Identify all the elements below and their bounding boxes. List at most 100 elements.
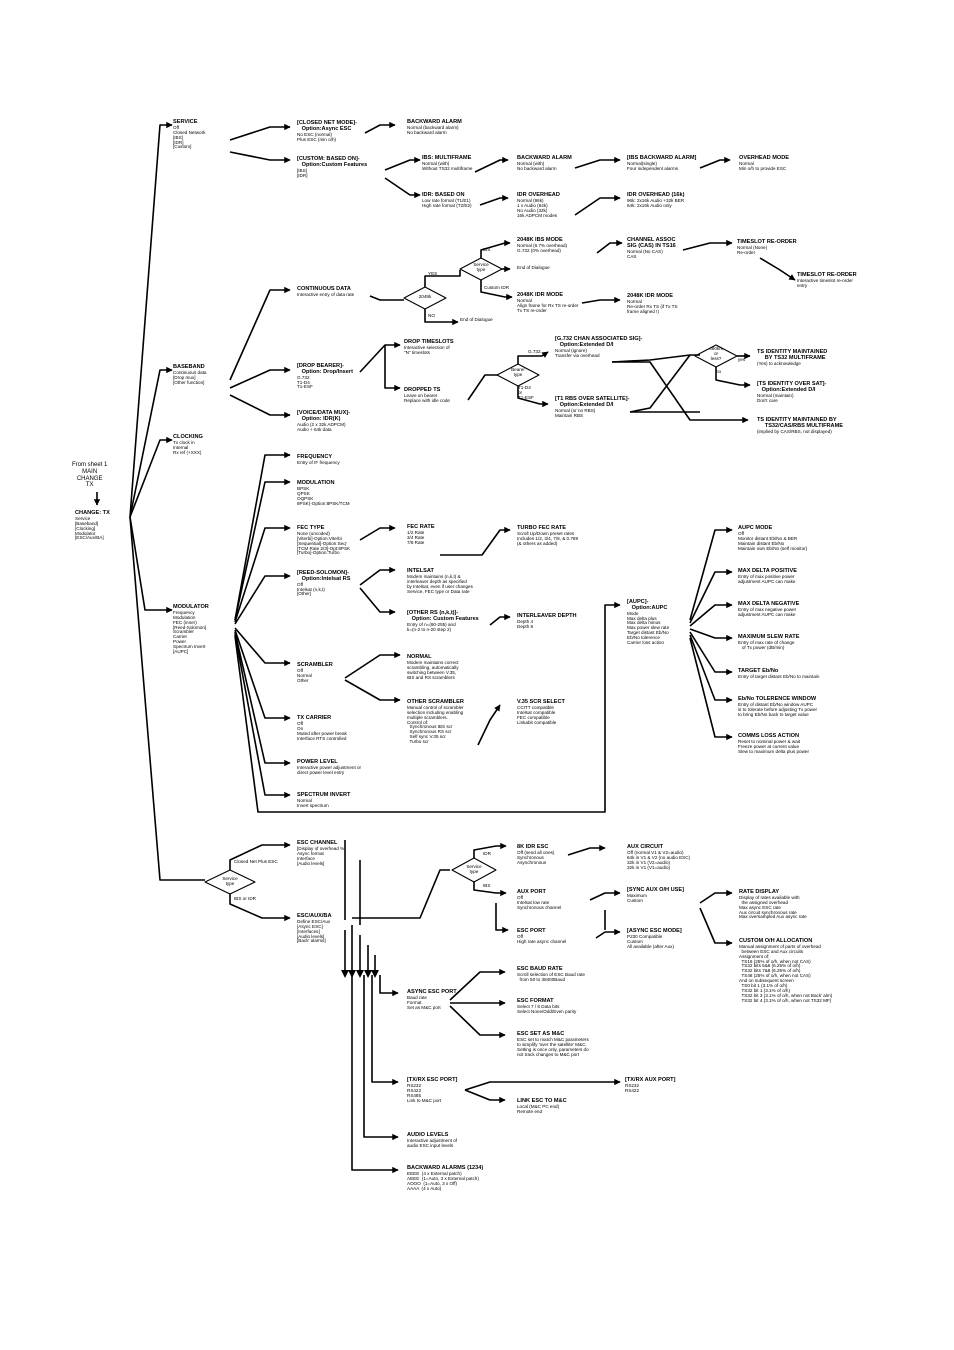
node-title: COMMS LOSS ACTION <box>738 733 800 739</box>
node-g732-chan: [G.732 CHAN ASSOCIATED SIG]- Option:Exte… <box>555 336 643 358</box>
node-body: End of Dialogue <box>460 317 493 322</box>
node-body: Interactive entry of data rate <box>297 291 355 297</box>
node-esc-channel: ESC CHANNEL[Display of overhead %] Async… <box>297 840 346 866</box>
node-title: V.35 SCR SELECT <box>517 699 565 705</box>
node-title: IDR OVERHEAD (16k) <box>627 192 685 198</box>
node-title: CHANNEL ASSOC SIG (CAS) IN TS16 <box>627 237 676 249</box>
node-title: LINK ESC TO M&C <box>517 1098 567 1104</box>
node-body: Entry of max rate of change of Tx power … <box>738 639 795 650</box>
node-title: CLOCKING <box>173 434 203 440</box>
node-title: [T1 RBS OVER SATELLITE]- Option:Extended… <box>555 396 630 408</box>
node-title: [DROP BEARER]- Option: Drop/Insert <box>297 363 353 375</box>
node-title: CUSTOM O/H ALLOCATION <box>739 938 813 944</box>
node-title: [TS IDENTITY OVER SAT]- Option:Extended … <box>757 381 827 393</box>
label-t1: T1-D4 or T1-ESF <box>518 385 534 400</box>
node-body: Normal (ignore) Transfer via overhead <box>555 347 600 358</box>
node-body: Off Intelsat low rate Synchronous channe… <box>517 894 562 910</box>
label-custom-idr: Custom IDR <box>484 285 510 290</box>
node-body: Normal(single) Four independent alarms <box>627 160 679 171</box>
node-body: Normal (No CAS) CAS <box>627 248 663 259</box>
node-title: ESC BAUD RATE <box>517 966 563 972</box>
node-title: TS IDENTITY MAINTAINED BY TS32/CAS/RBS M… <box>757 417 843 429</box>
node-body: Normal (with) Without TS32 multiframe <box>422 160 473 171</box>
node-body: Service [Baseband] [Clocking] Modulator … <box>75 515 104 541</box>
node-title: ASYNC ESC PORT <box>407 989 457 995</box>
node-title: [SYNC AUX O/H USE] <box>627 887 684 893</box>
node-body: Reset to nominal power & wait Freeze pow… <box>738 738 809 754</box>
node-backward-alarms-1234: BACKWARD ALARMS (1234)EEEE (4 x External… <box>407 1165 484 1191</box>
label-no: NO <box>428 313 435 318</box>
node-body: Interactive power adjustment or direct p… <box>297 764 362 775</box>
node-body: Manual control of scrambler selection in… <box>407 704 464 745</box>
node-body: No ESC (normal) Plus ESC (min o/h) <box>297 131 337 142</box>
node-end-dialogue-1: End of Dialogue <box>517 265 550 271</box>
node-title: SPECTRUM INVERT <box>297 792 351 798</box>
node-title: POWER LEVEL <box>297 759 338 765</box>
node-body: None (uncoded) [Viterbi]-Option:Viterbi … <box>297 530 351 556</box>
node-body: Continuous data [Drop mux] [Other functi… <box>173 369 207 385</box>
node-body: G.732 T1-D4 T1-ESF <box>297 374 313 390</box>
node-body: ESC set to match M&C parameters to simpl… <box>517 1036 589 1057</box>
node-title: [CLOSED NET MODE]- Option:Async ESC <box>297 120 357 132</box>
diamond-2048k: 2048k <box>418 294 432 299</box>
node-title: BACKWARD ALARMS (1234) <box>407 1165 484 1171</box>
node-title: 8K IDR ESC <box>517 844 549 850</box>
node-body: Low rate format (T1/E1) High rate format… <box>422 197 472 208</box>
node-title: IBS: MULTIFRAME <box>422 155 472 161</box>
label-no-480k: no <box>716 369 722 374</box>
node-body: Normal (maintain) Don't care <box>757 392 794 403</box>
diamond-480k: 480k/s or less? <box>709 346 723 361</box>
label-g732: G.732 <box>528 349 541 354</box>
node-body: Tx clock in Internal Rx ref (+XXX) <box>173 439 202 455</box>
node-title: ESC SET AS M&C <box>517 1031 565 1037</box>
node-title: [TX/RX ESC PORT] <box>407 1077 458 1083</box>
node-body: Normal (6.7% overhead) G.732 (0% overhea… <box>517 242 568 253</box>
node-body: Define ESC/Aux [Async ESC] [Interfaces] … <box>297 918 331 944</box>
label-ibs-or-idr: IBS or IDR <box>234 896 256 901</box>
node-title: [AUPC]- Option:AUPC <box>627 599 668 611</box>
node-title: IDR OVERHEAD <box>517 192 560 198</box>
node-tx-rx-aux-port: [TX/RX AUX PORT]RS232 RS422 <box>625 1077 675 1094</box>
node-title: FREQUENCY <box>297 454 333 460</box>
node-title: NORMAL <box>407 654 432 660</box>
node-title: TS IDENTITY MAINTAINED BY TS32 MULTIFRAM… <box>757 349 828 361</box>
node-title: MODULATION <box>297 480 335 486</box>
node-body: Display of rates available with the assi… <box>739 894 807 920</box>
node-title: AUPC MODE <box>738 525 773 531</box>
node-title: BACKWARD ALARM <box>407 119 462 125</box>
node-title: [VOICE/DATA MUX]- Option: IDR(K) <box>297 410 351 422</box>
node-other-rs: [OTHER RS (n,k,t)]- Option: Custom Featu… <box>407 610 479 632</box>
node-title: TURBO FEC RATE <box>517 525 566 531</box>
label-closed-net-plus-esc: Closed Net Plus ESC <box>234 859 278 864</box>
node-body: Normal (None) Re-order <box>737 244 768 255</box>
node-title: [G.732 CHAN ASSOCIATED SIG]- Option:Exte… <box>555 336 643 348</box>
